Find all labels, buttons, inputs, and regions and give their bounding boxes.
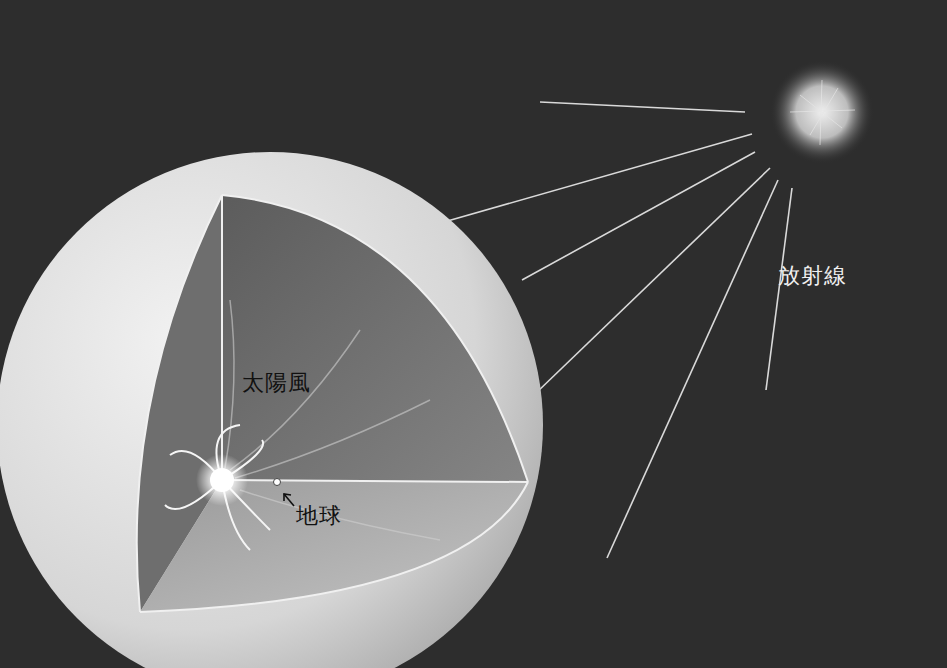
solar-wind-streaks — [225, 300, 440, 540]
cutaway-edges — [137, 195, 528, 612]
sun-glow — [196, 454, 248, 506]
cutaway-floor-face — [140, 480, 528, 612]
planet-label: 地球 — [296, 503, 342, 529]
sun-magnetic-loops — [165, 425, 270, 550]
sun — [210, 468, 234, 492]
earth-pointer — [284, 494, 294, 506]
heliosphere — [0, 152, 543, 668]
cutaway-back-face — [222, 195, 528, 482]
region-label: 太陽風 — [242, 370, 311, 396]
radiation-label: 放射線 — [778, 263, 847, 289]
radiation-source — [770, 60, 874, 164]
earth — [274, 479, 281, 486]
star-texture — [790, 80, 855, 145]
